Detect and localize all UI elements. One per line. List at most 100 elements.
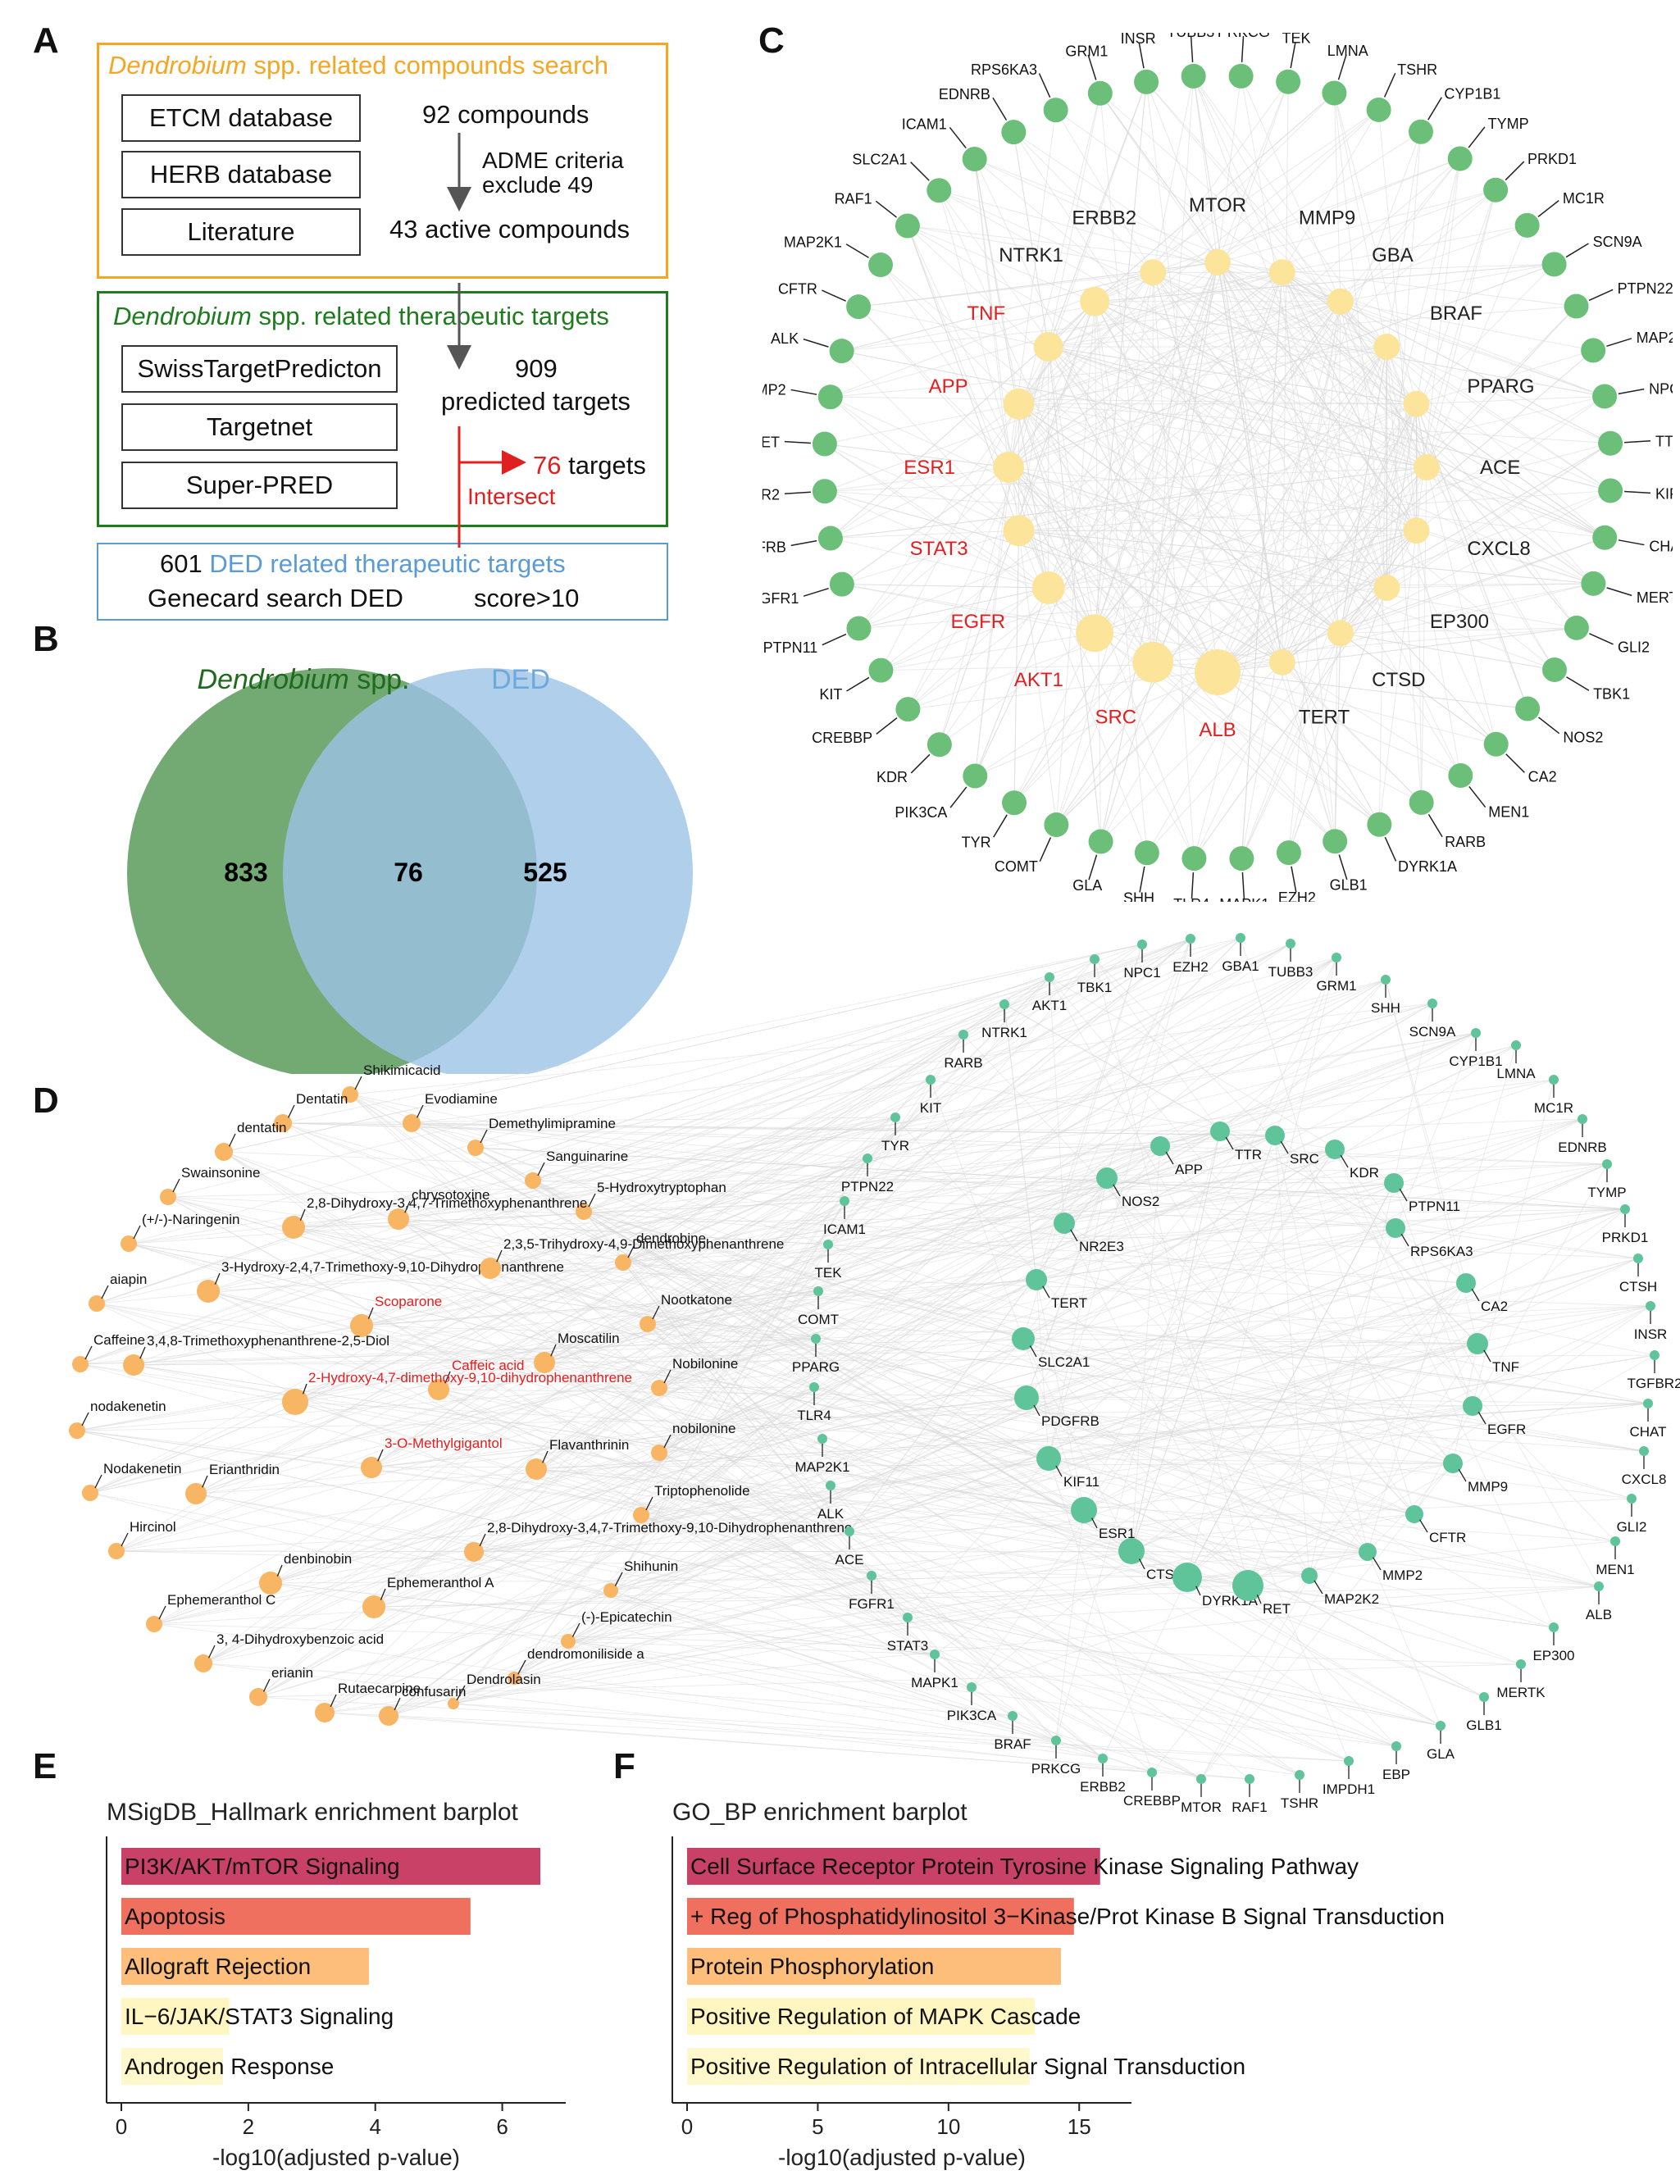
network-d-edge xyxy=(658,1452,1057,1741)
network-c-edge xyxy=(841,466,1009,585)
network-c-edge xyxy=(1008,466,1555,671)
venn-right-label: DED xyxy=(491,664,550,695)
network-d-edge xyxy=(1131,1305,1651,1552)
network-d-compound-node xyxy=(315,1703,335,1722)
network-c-edge xyxy=(1340,537,1605,634)
network-d-compound-node xyxy=(108,1543,125,1559)
network-d-edge xyxy=(867,1135,1276,1159)
network-d-edge xyxy=(1472,1403,1649,1407)
network-d-edge xyxy=(1026,1177,1108,1399)
network-c-inner-label: EGFR xyxy=(950,611,1005,633)
network-c-edge xyxy=(1094,346,1387,634)
network-c-edge xyxy=(1340,301,1594,351)
network-d-edge xyxy=(1367,1044,1517,1553)
network-d-edge xyxy=(1022,1338,1132,1552)
chart-tick-label: 4 xyxy=(369,2114,380,2139)
network-c-inner-label: ERBB2 xyxy=(1072,207,1136,230)
network-d-edge xyxy=(453,1703,1057,1741)
chart-tick-label: 0 xyxy=(681,2114,693,2139)
network-c-outer-node xyxy=(1322,80,1347,106)
network-c-edge xyxy=(975,671,1218,776)
network-c-outer-label: RAF1 xyxy=(835,191,872,207)
network-c-outer-label: GLA xyxy=(1072,877,1102,894)
network-d-compound-node xyxy=(428,1379,449,1400)
network-d-target-node xyxy=(1344,1756,1354,1766)
network-c-leader xyxy=(1565,243,1589,258)
network-d-edge xyxy=(1022,1338,1555,1628)
network-c-edge xyxy=(1153,158,1460,273)
network-c-outer-node xyxy=(1001,120,1027,145)
network-d-leader xyxy=(1373,1557,1382,1571)
network-d-edge xyxy=(294,1338,817,1403)
network-d-compound-label: 2-Hydroxy-4,7-dimethoxy-9,10-dihydrophen… xyxy=(308,1370,632,1385)
network-d-compound-node xyxy=(146,1616,162,1632)
network-d-edge xyxy=(373,1586,1600,1608)
network-c-outer-node xyxy=(1592,384,1618,409)
network-c-edge xyxy=(1193,75,1427,468)
network-c-edge xyxy=(1018,403,1594,585)
network-d-target-label: ACE xyxy=(835,1552,864,1567)
network-d-edge xyxy=(195,1032,1477,1495)
network-c-outer-node xyxy=(1044,812,1069,838)
network-c-outer-node xyxy=(817,384,843,410)
network-c-inner-node xyxy=(1414,454,1440,480)
venn-right-count: 525 xyxy=(523,858,567,887)
chart-tick-label: 2 xyxy=(243,2114,254,2139)
network-c-leader xyxy=(784,440,811,444)
network-c-edge xyxy=(1145,81,1218,263)
network-d-compound-label: Ephemeranthol A xyxy=(387,1575,494,1590)
network-d-compound-node xyxy=(640,1316,656,1332)
network-d-edge xyxy=(658,1003,1433,1454)
network-c-edge xyxy=(1241,75,1341,302)
network-d-target-label: TYR xyxy=(881,1138,909,1153)
network-d-edge xyxy=(1048,1177,1108,1459)
network-c-leader xyxy=(1505,161,1525,181)
network-d-edge xyxy=(1049,976,1368,1553)
network-c-edge xyxy=(1152,271,1594,585)
network-d-edge xyxy=(567,1338,1024,1642)
network-d-edge xyxy=(1334,1149,1473,1407)
network-c-edge xyxy=(1340,301,1605,397)
network-d-target-label: MAPK1 xyxy=(911,1675,958,1690)
network-d-target-label: RARB xyxy=(944,1055,982,1071)
network-d-target-node xyxy=(1036,1446,1061,1471)
network-d-edge xyxy=(1094,958,1478,1345)
network-c-outer-label: PTPN22 xyxy=(1618,280,1673,297)
network-d-leader xyxy=(404,1200,411,1213)
network-c-inner-node xyxy=(1031,571,1065,604)
network-d-compound-node xyxy=(448,1698,459,1709)
network-c-edge xyxy=(1094,301,1154,662)
network-d-edge xyxy=(1036,1279,1085,1511)
network-c-edge xyxy=(907,225,1417,531)
network-c-edge xyxy=(1018,403,1387,589)
network-d-edge xyxy=(971,1149,1336,1688)
network-c-edge xyxy=(907,225,1095,303)
chart-tick-label: 10 xyxy=(936,2114,960,2139)
network-d-edge xyxy=(640,1258,1639,1516)
network-d-edge xyxy=(610,1509,1085,1591)
network-c-outer-label: MERTK xyxy=(1637,589,1673,606)
network-d-edge xyxy=(324,957,1337,1713)
network-c-edge xyxy=(824,490,1341,634)
network-c-leader xyxy=(949,786,967,808)
network-c-leader xyxy=(1088,854,1098,880)
network-c-leader xyxy=(1337,54,1347,80)
network-d-compound-node xyxy=(534,1352,555,1373)
network-c-edge xyxy=(907,225,1341,634)
network-d-compound-label: Triptophenolide xyxy=(654,1483,750,1499)
network-d-target-label: NPC1 xyxy=(1123,965,1160,981)
network-d-target-node xyxy=(926,1075,936,1085)
network-d-leader xyxy=(1340,1154,1349,1168)
panel-label-e: E xyxy=(33,1746,57,1786)
network-c-leader xyxy=(1191,872,1195,899)
network-c-edge xyxy=(824,444,1009,468)
network-c-leader xyxy=(910,162,930,181)
network-c-edge xyxy=(858,403,1417,630)
network-d-edge xyxy=(388,1258,1639,1717)
network-d-compound-label: Shihunin xyxy=(624,1558,678,1574)
chart-x-label: -log10(adjusted p-value) xyxy=(778,2145,1026,2170)
network-c-outer-label: SCN9A xyxy=(1593,234,1642,250)
network-d-target-label: RAF1 xyxy=(1232,1800,1267,1815)
network-c-outer-label: GRM1 xyxy=(1065,43,1108,59)
chart-x-label: -log10(adjusted p-value) xyxy=(212,2145,460,2170)
